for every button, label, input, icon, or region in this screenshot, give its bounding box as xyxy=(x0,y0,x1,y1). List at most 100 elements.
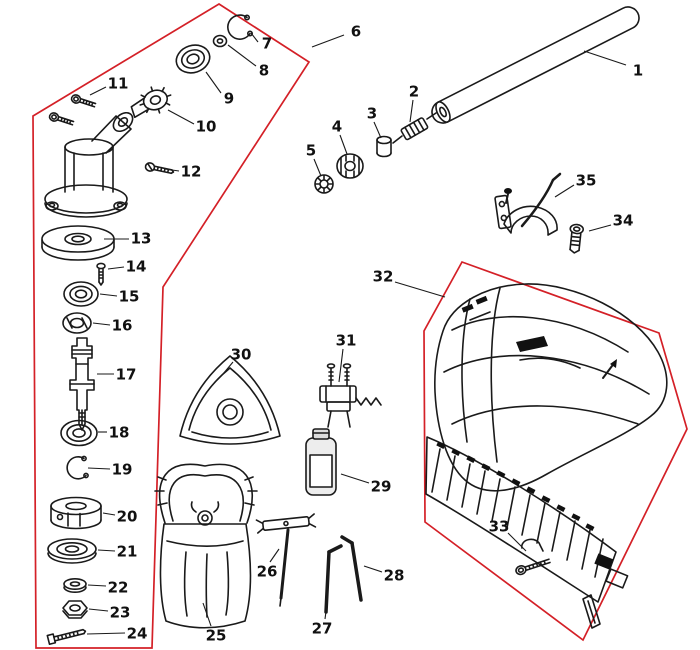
part-harness-bag xyxy=(154,463,258,629)
part-number-6: 6 xyxy=(351,23,361,41)
part-leader-32 xyxy=(394,281,446,298)
part-number-15: 15 xyxy=(119,288,140,306)
part-flat-washer xyxy=(63,577,87,593)
part-number-4: 4 xyxy=(332,118,342,136)
part-cable-collar-nut xyxy=(336,153,364,179)
part-number-31: 31 xyxy=(336,332,357,350)
part-number-35: 35 xyxy=(576,172,597,190)
gear-housing xyxy=(44,111,134,218)
part-leader-12 xyxy=(164,168,180,172)
part-leader-2 xyxy=(409,99,414,123)
part-guard-skirt xyxy=(425,436,629,629)
part-blade-holder xyxy=(50,496,102,530)
part-number-29: 29 xyxy=(371,478,392,496)
part-pinion-gear xyxy=(130,86,172,119)
part-leader-33 xyxy=(507,532,527,552)
part-leader-34 xyxy=(588,224,612,232)
part-number-33: 33 xyxy=(489,518,510,536)
part-number-24: 24 xyxy=(127,625,148,643)
part-leader-23 xyxy=(88,608,109,612)
part-number-10: 10 xyxy=(196,118,217,136)
part-cable-bushing xyxy=(376,135,392,158)
part-leader-29 xyxy=(340,473,370,484)
part-leader-22 xyxy=(87,584,107,587)
part-leader-9 xyxy=(205,71,222,94)
part-cup-washer xyxy=(47,538,97,564)
part-leader-3 xyxy=(373,121,382,139)
part-bearing-lower xyxy=(60,419,98,447)
part-leader-16 xyxy=(92,322,111,326)
part-number-8: 8 xyxy=(259,62,269,80)
part-drive-cable xyxy=(392,112,437,144)
part-number-13: 13 xyxy=(131,230,152,248)
part-leader-25 xyxy=(202,602,212,627)
part-leader-27 xyxy=(324,603,328,620)
part-dust-cup xyxy=(41,225,115,261)
part-number-17: 17 xyxy=(116,366,137,384)
part-wrench-tool xyxy=(255,513,317,607)
part-hex-key-long xyxy=(340,535,363,602)
part-leader-31 xyxy=(338,348,344,383)
part-leader-6 xyxy=(311,34,345,48)
part-number-23: 23 xyxy=(110,604,131,622)
part-leader-8 xyxy=(227,44,257,67)
part-bearing-collar xyxy=(62,312,92,334)
part-cotter-bolt xyxy=(46,628,87,646)
part-lock-washer xyxy=(314,174,334,194)
part-leader-15 xyxy=(99,293,118,297)
part-number-2: 2 xyxy=(409,83,419,101)
part-number-32: 32 xyxy=(373,268,394,286)
part-washer-small xyxy=(212,34,228,48)
part-leader-1 xyxy=(583,50,627,66)
part-housing-screw xyxy=(144,162,175,175)
parts-artwork xyxy=(41,6,668,646)
part-leader-24 xyxy=(86,632,126,635)
part-number-11: 11 xyxy=(108,75,129,93)
part-hex-key-short xyxy=(324,544,343,614)
part-leader-7 xyxy=(250,32,259,43)
part-number-30: 30 xyxy=(231,346,252,364)
part-number-26: 26 xyxy=(257,563,278,581)
part-number-5: 5 xyxy=(306,142,316,160)
part-leader-20 xyxy=(102,512,116,516)
part-number-1: 1 xyxy=(633,62,643,80)
part-number-16: 16 xyxy=(112,317,133,335)
part-guard-clamp xyxy=(494,172,562,236)
part-number-22: 22 xyxy=(108,579,129,597)
part-leader-4 xyxy=(339,134,348,155)
part-switch-assembly xyxy=(319,363,382,428)
part-snap-ring-lower xyxy=(66,455,89,480)
part-shaft-tube xyxy=(431,6,640,124)
part-leader-35 xyxy=(554,184,575,198)
part-leader-5 xyxy=(313,158,322,177)
part-number-20: 20 xyxy=(117,508,138,526)
part-leader-21 xyxy=(97,549,116,552)
part-leader-19 xyxy=(87,467,111,470)
part-ball-bearing-top xyxy=(175,44,211,74)
part-number-9: 9 xyxy=(224,90,234,108)
part-number-28: 28 xyxy=(384,567,405,585)
part-number-3: 3 xyxy=(367,105,377,123)
part-clamp-bolts xyxy=(48,94,97,126)
guard-assembly-outline xyxy=(423,260,688,642)
part-number-18: 18 xyxy=(109,424,130,442)
part-leader-11 xyxy=(89,86,107,96)
part-leader-30 xyxy=(222,361,234,375)
part-number-7: 7 xyxy=(262,35,272,53)
part-leader-28 xyxy=(363,565,383,573)
part-number-19: 19 xyxy=(112,461,133,479)
part-number-27: 27 xyxy=(312,620,333,638)
part-clamp-bolt xyxy=(569,223,585,254)
part-oil-bottle xyxy=(305,428,337,496)
part-cup-screw xyxy=(96,262,106,286)
drive-head-assembly-outline xyxy=(32,2,311,649)
part-snap-ring-top xyxy=(227,14,254,40)
part-guard-screw xyxy=(515,538,551,576)
group-outlines xyxy=(32,2,688,649)
part-number-34: 34 xyxy=(613,212,634,230)
part-number-12: 12 xyxy=(181,163,202,181)
part-lock-nut xyxy=(62,600,88,619)
part-number-25: 25 xyxy=(206,627,227,645)
